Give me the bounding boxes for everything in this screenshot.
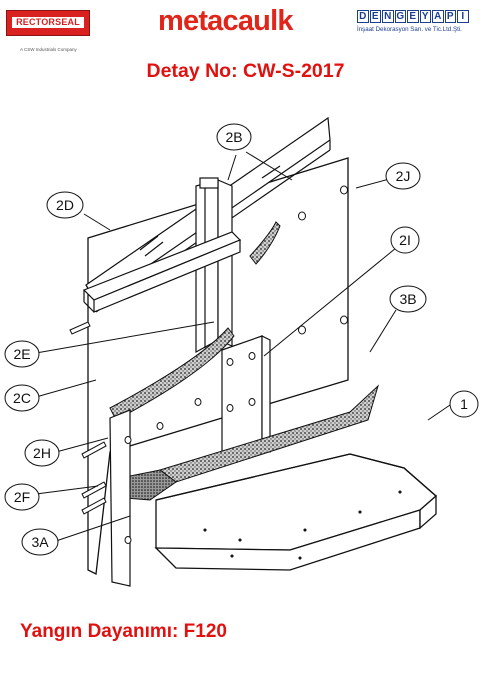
rectorseal-logo: RECTORSEAL A CSW Industrials Company xyxy=(6,10,90,52)
callout-text-2e: 2E xyxy=(13,346,30,362)
callout-label-3b: 3B xyxy=(389,285,427,313)
dengeyapi-logo-letter: Y xyxy=(419,10,431,23)
dengeyapi-logo-letter: A xyxy=(432,10,444,23)
callout-label-2h: 2H xyxy=(24,439,60,467)
callout-label-2i: 2I xyxy=(390,226,420,254)
header: RECTORSEAL A CSW Industrials Company met… xyxy=(0,0,491,60)
dengeyapi-logo-letter: G xyxy=(394,10,406,23)
firestop-plate xyxy=(221,335,271,463)
callout-text-2i: 2I xyxy=(399,232,411,248)
callout-text-2f: 2F xyxy=(14,489,30,505)
fire-rating-label: Yangın Dayanımı: F120 xyxy=(20,621,227,642)
callout-text-2c: 2C xyxy=(13,390,31,406)
callout-text-2d: 2D xyxy=(56,197,74,213)
dengeyapi-logo-letter: P xyxy=(444,10,456,23)
callout-label-2e: 2E xyxy=(4,340,40,368)
callout-label-2c: 2C xyxy=(4,384,40,412)
callout-text-3b: 3B xyxy=(399,291,416,307)
callout-label-2b: 2B xyxy=(216,123,252,151)
callout-text-3a: 3A xyxy=(31,534,49,550)
callout-label-3a: 3A xyxy=(21,528,59,556)
insulation-curve xyxy=(109,221,281,421)
callout-label-2j: 2J xyxy=(385,162,421,190)
screw-holes xyxy=(124,185,348,544)
dengeyapi-subtitle: İnşaat Dekorasyon San. ve Tic.Ltd.Şti. xyxy=(357,26,462,33)
dengeyapi-logo-letter: E xyxy=(369,10,381,23)
callout-label-1: 1 xyxy=(449,390,479,418)
rectorseal-logo-text: RECTORSEAL xyxy=(16,17,80,27)
callout-text-2j: 2J xyxy=(396,168,411,184)
rectorseal-tagline: A CSW Industrials Company xyxy=(20,47,77,52)
callout-text-2h: 2H xyxy=(33,445,51,461)
dengeyapi-logo-letter: I xyxy=(457,10,469,23)
dengeyapi-logo-letter: D xyxy=(357,10,369,23)
metacaulk-logo: metacaulk xyxy=(158,5,293,37)
transom-rail xyxy=(82,231,242,313)
callout-text-1: 1 xyxy=(460,396,468,412)
curtain-wall-fire-stop-diagram: 2B 2J 2D 2I 3B 2E 2C 1 2H 2F 3A xyxy=(4,116,479,587)
callout-text-2b: 2B xyxy=(225,129,242,145)
dengeyapi-logo-letter: N xyxy=(382,10,394,23)
floor-slab xyxy=(154,453,437,571)
callout-label-2d: 2D xyxy=(46,191,84,219)
rectorseal-logo-bar xyxy=(12,17,84,28)
anchors xyxy=(69,321,107,515)
callout-label-2f: 2F xyxy=(4,483,40,511)
dengeyapi-logo-letter: E xyxy=(407,10,419,23)
detail-number-title: Detay No: CW-S-2017 xyxy=(146,60,345,82)
